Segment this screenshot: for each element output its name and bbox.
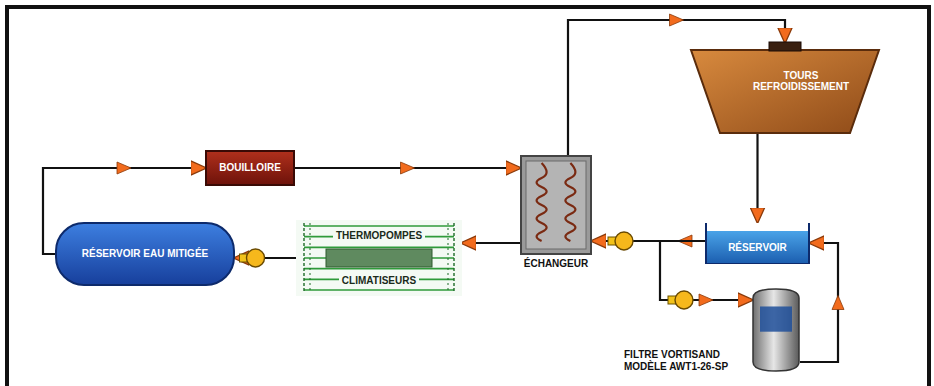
mixed-water-tank: RÉSERVOIR EAU MITIGÉE	[55, 222, 235, 286]
pump-symbol	[247, 249, 265, 267]
cooling-tower: TOURS REFROIDISSEMENT	[690, 42, 880, 134]
boiler-box: BOUILLOIRE	[205, 150, 295, 186]
node-text-holder: FILTRE VORTISAND MODÈLE AWT1-26-SP	[624, 349, 746, 372]
node-shape	[520, 155, 592, 255]
node-text-holder: ÉCHANGEUR	[504, 258, 608, 270]
pipe-connector	[462, 242, 520, 244]
heat-pump-panel: THERMOPOMPES CLIMATISEURS	[296, 220, 462, 296]
flow-arrow	[699, 294, 713, 306]
outside-label: ÉCHANGEUR	[504, 258, 608, 270]
node-text-holder: THERMOPOMPES CLIMATISEURS	[296, 220, 462, 296]
node-text-holder: RÉSERVOIR	[705, 222, 810, 264]
node-label: CLIMATISEURS	[339, 275, 419, 287]
node-label: TOURS REFROIDISSEMENT	[750, 70, 852, 93]
node-text-holder: BOUILLOIRE	[205, 150, 295, 186]
node-text-holder: TOURS REFROIDISSEMENT	[690, 42, 880, 134]
basin-tank: RÉSERVOIR	[705, 222, 810, 264]
flow-arrow	[832, 296, 844, 310]
node-label: THERMOPOMPES	[333, 230, 425, 242]
node-text-holder: RÉSERVOIR EAU MITIGÉE	[55, 222, 235, 286]
node-label: RÉSERVOIR EAU MITIGÉE	[82, 248, 209, 260]
border	[7, 7, 929, 386]
node-label: BOUILLOIRE	[219, 162, 281, 174]
flow-arrow	[401, 162, 415, 174]
pipe-connector	[756, 134, 758, 222]
pump-symbol	[615, 232, 633, 250]
flow-arrow	[117, 162, 131, 174]
flow-arrow	[670, 14, 684, 26]
outside-label: FILTRE VORTISAND MODÈLE AWT1-26-SP	[624, 349, 746, 372]
node-shape	[752, 288, 800, 372]
filter-tank: FILTRE VORTISAND MODÈLE AWT1-26-SP	[752, 288, 800, 372]
heat-exchanger: ÉCHANGEUR	[520, 155, 592, 255]
pump-symbol	[675, 291, 693, 309]
node-label: RÉSERVOIR	[728, 242, 787, 254]
